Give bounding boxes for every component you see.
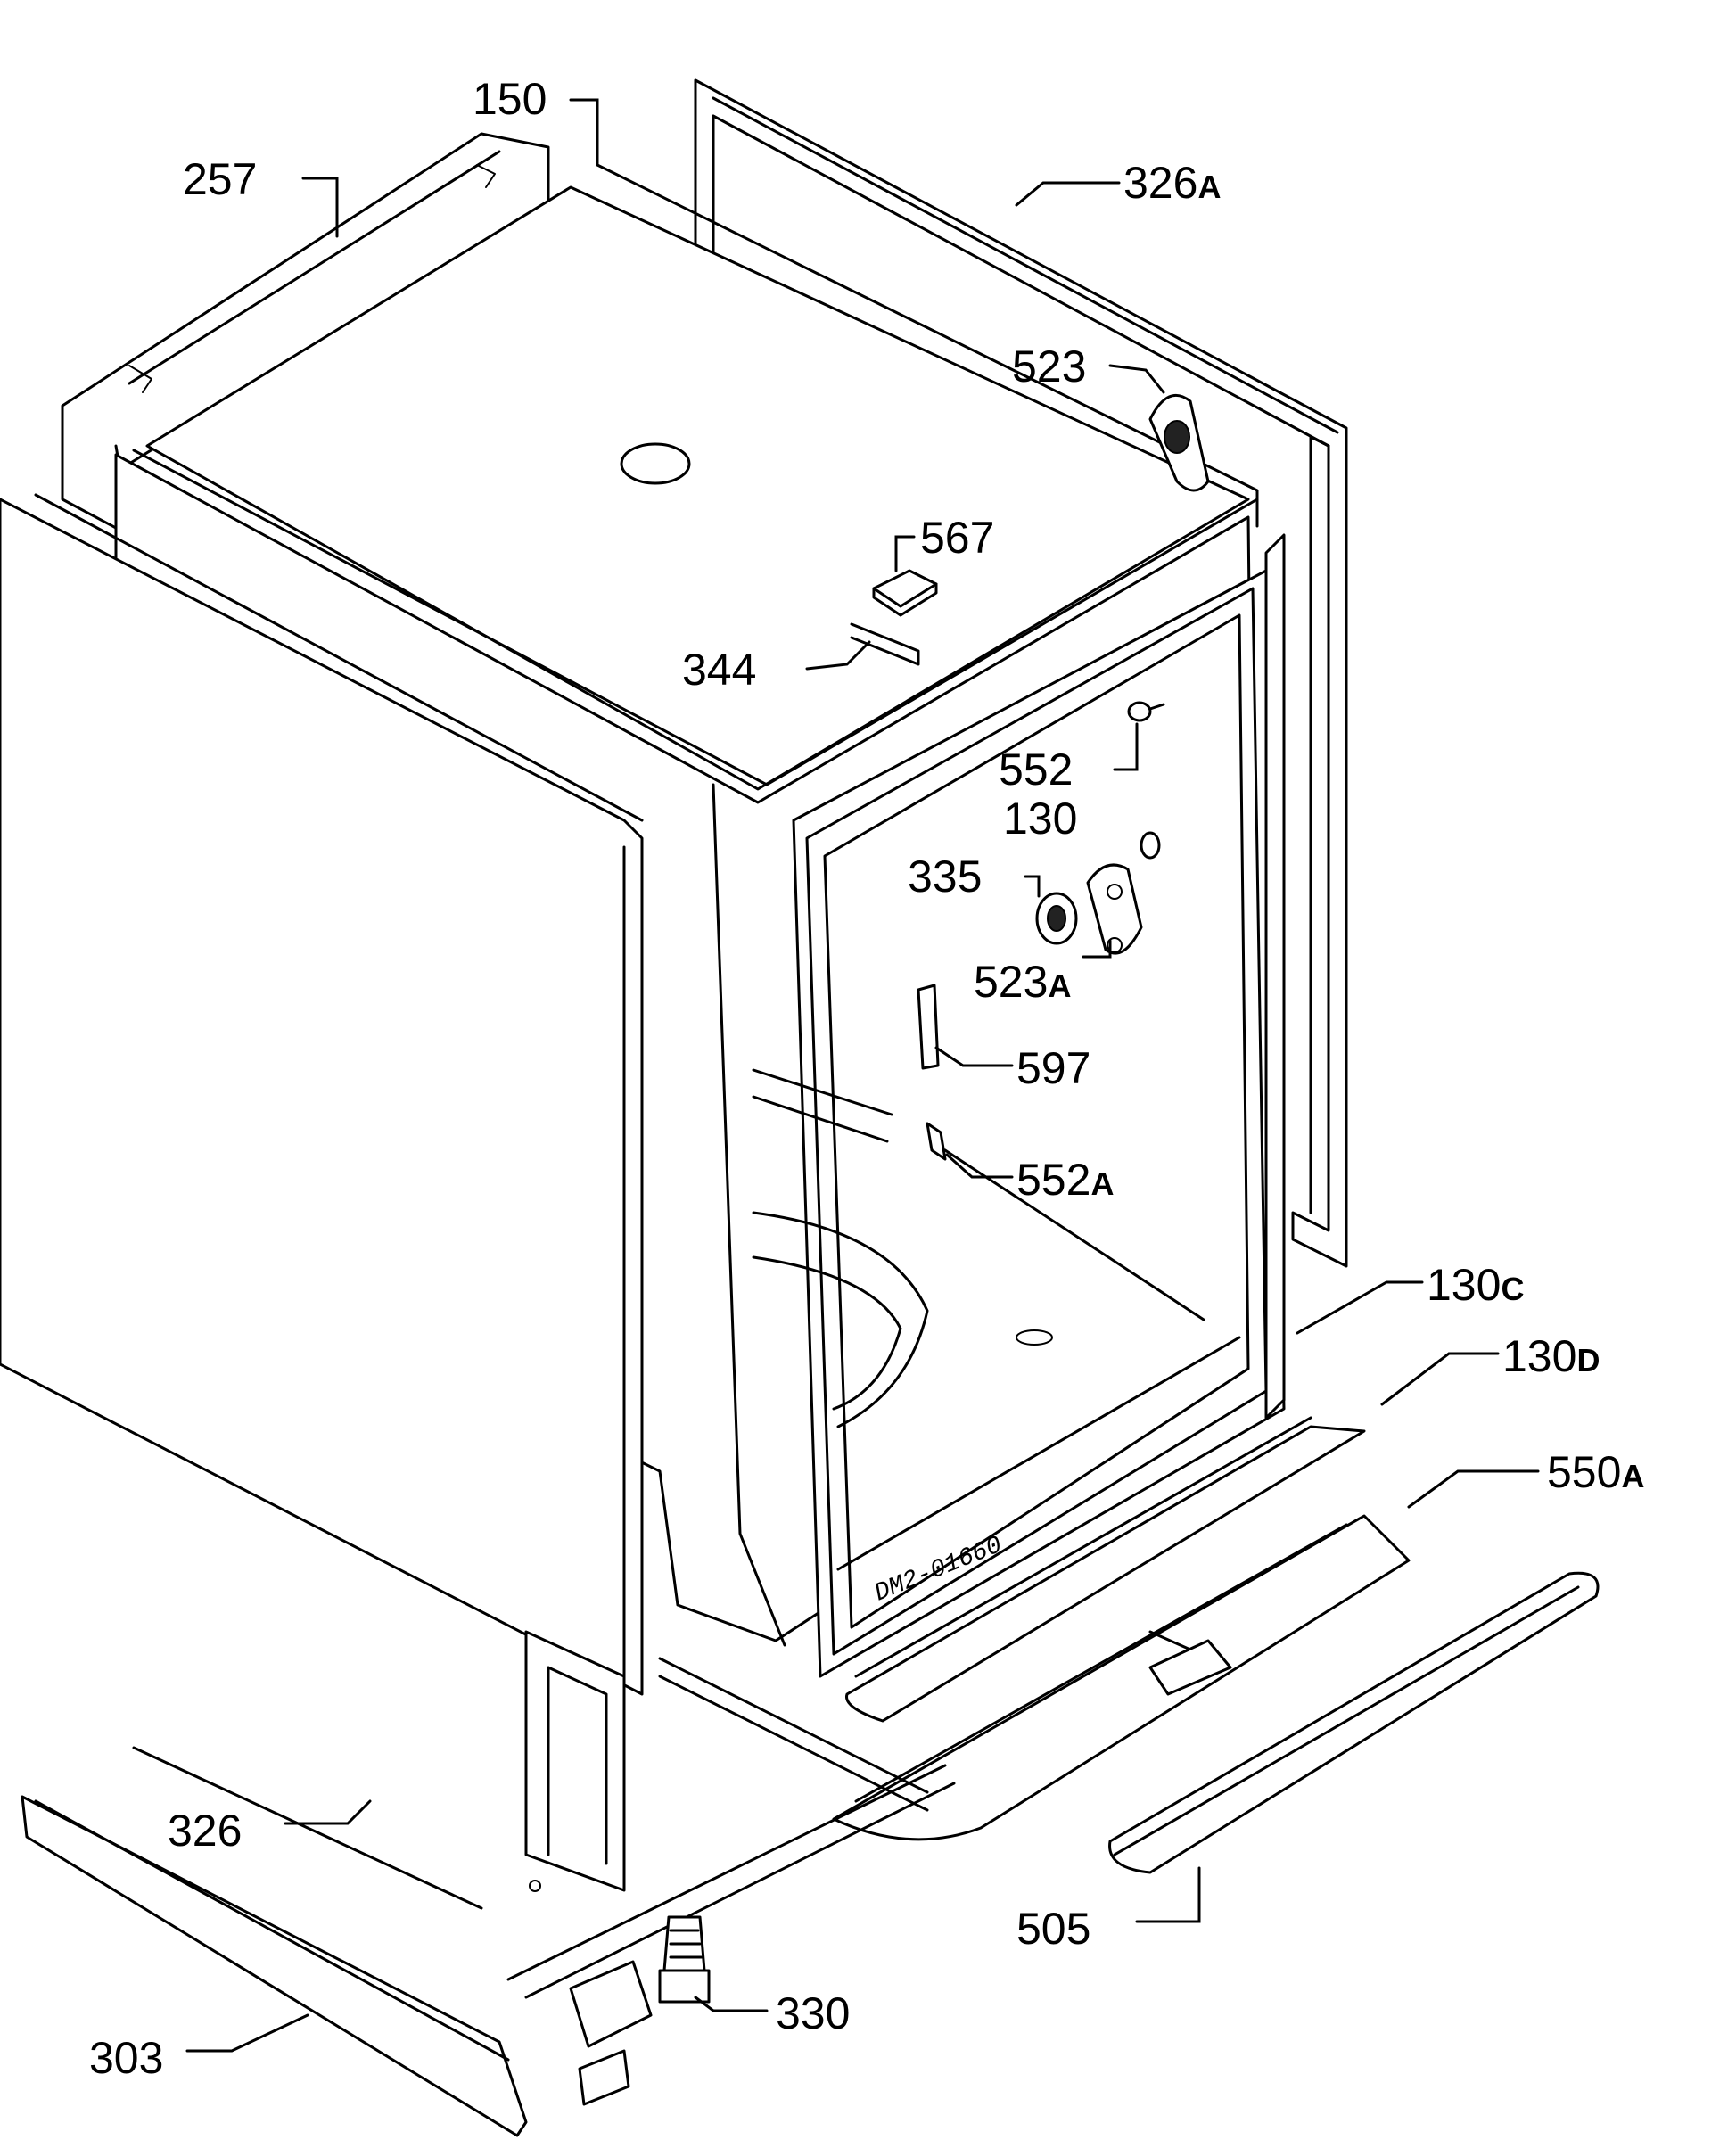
hinge-bracket-523 (1148, 393, 1210, 492)
plinth-303 (21, 1795, 653, 2137)
label-130d: 130D (1502, 1331, 1600, 1381)
label-257: 257 (183, 154, 257, 204)
part-567 (872, 569, 938, 617)
part-335-wheel (1035, 892, 1078, 945)
label-130c: 130C (1427, 1260, 1524, 1310)
top-hole (620, 442, 691, 485)
part-552a-rail (926, 1122, 947, 1161)
label-567: 567 (920, 513, 994, 563)
label-505: 505 (1016, 1904, 1090, 1954)
label-552: 552 (999, 745, 1073, 794)
label-326: 326 (168, 1806, 242, 1856)
label-330: 330 (776, 1988, 850, 2038)
hose-fitting-330 (658, 1915, 711, 2004)
rail-130d (845, 1416, 1366, 1723)
label-552a: 552A (1016, 1155, 1114, 1205)
part-523a-bracket (1086, 863, 1143, 955)
label-597: 597 (1016, 1043, 1090, 1093)
front-rail-505 (1108, 1571, 1600, 1874)
right-upright (1264, 533, 1286, 1420)
label-303: 303 (89, 2033, 163, 2083)
label-150: 150 (473, 74, 547, 124)
label-550a: 550A (1547, 1447, 1644, 1497)
part-597 (917, 984, 940, 1070)
label-523a: 523A (974, 957, 1071, 1007)
leader-lines (185, 98, 1540, 2053)
label-344: 344 (682, 645, 756, 695)
label-326a: 326A (1123, 158, 1221, 208)
side-panel-326 (0, 493, 644, 1892)
label-130: 130 (1003, 794, 1077, 844)
base-tray-550a (832, 1514, 1411, 1841)
label-523: 523 (1012, 342, 1086, 391)
part-labels: 150 257 326A 523 567 344 552 130 335 523… (89, 74, 1644, 2083)
part-552-screw (1127, 701, 1165, 722)
part-130-ring (1140, 831, 1161, 860)
part-344 (850, 622, 920, 666)
label-335: 335 (908, 852, 982, 901)
base-frame (132, 1657, 956, 1999)
